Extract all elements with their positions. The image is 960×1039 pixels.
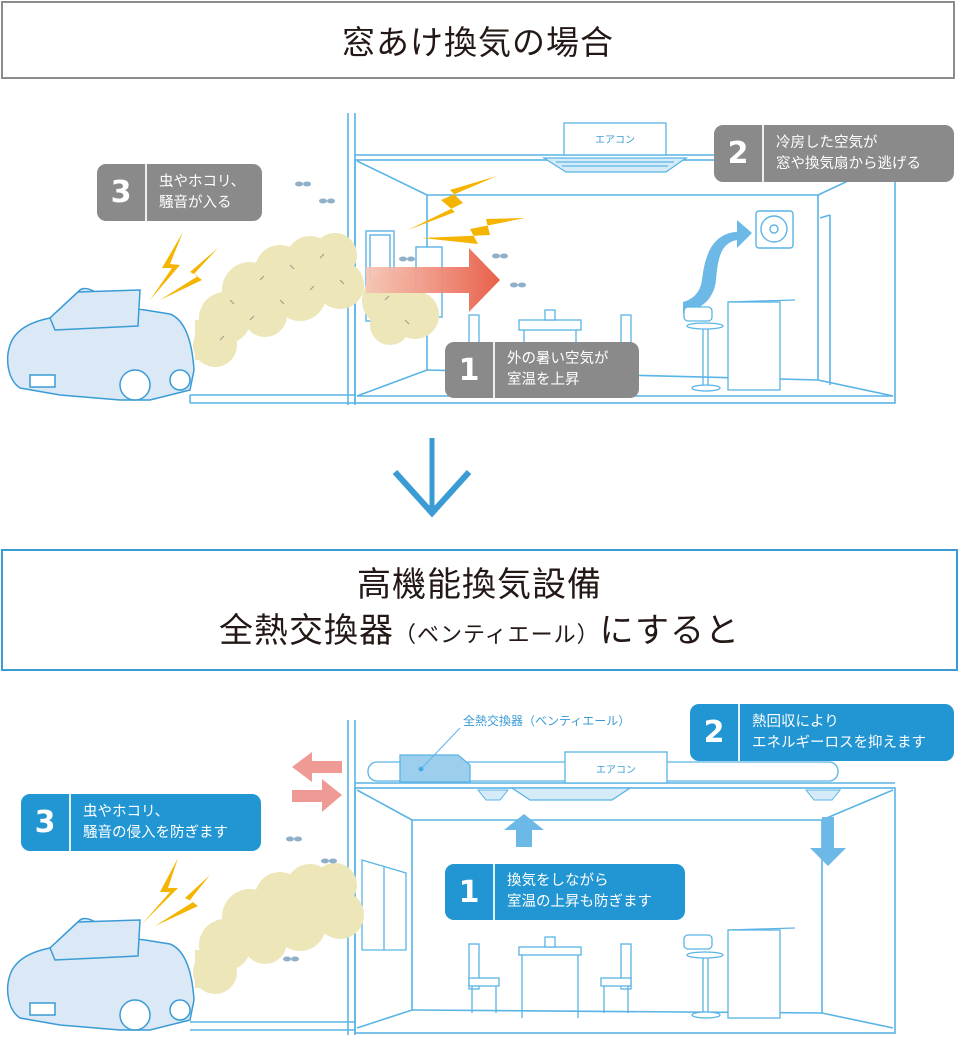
bar-counter-stool <box>683 299 796 392</box>
aircon-label: エアコン <box>596 765 636 776</box>
dust-cloud-icon <box>193 863 364 994</box>
callout-line2: 窓や換気扇から逃げる <box>776 155 921 172</box>
callout-line2: 室温の上昇も防ぎます <box>507 894 652 910</box>
callout-line2: 騒音の侵入を防ぎます <box>83 824 228 841</box>
callout-number: 1 <box>445 864 495 920</box>
title-line2-main: 全熱交換器 <box>218 610 394 651</box>
callout-line1: 虫やホコリ、 <box>83 803 170 820</box>
dining-set <box>468 936 632 1018</box>
title-line2-tail: にすると <box>599 610 741 651</box>
airflow-arrows <box>504 814 846 866</box>
down-arrow-icon <box>392 438 472 518</box>
callout-number: 2 <box>714 125 764 182</box>
insect-icon <box>295 181 526 288</box>
section-title-heat-exchanger: 高機能換気設備 全熱交換器（ベンティエール）にすると <box>1 549 958 671</box>
car-icon <box>7 917 195 1031</box>
ceiling-vents <box>476 789 842 801</box>
callout-number: 3 <box>21 794 71 851</box>
callout-line1: 熱回収により <box>752 713 839 730</box>
title-line2: 全熱交換器（ベンティエール）にすると <box>219 608 740 659</box>
callout-line1: 換気をしながら <box>507 873 609 889</box>
heat-exchanger-unit-icon <box>399 727 471 783</box>
callout-line1: 冷房した空気が <box>776 134 878 151</box>
callout-1-outside-heat: 1 外の暑い空気が 室温を上昇 <box>445 342 639 398</box>
callout-3-block-bugs-noise: 3 虫やホコリ、 騒音の侵入を防ぎます <box>21 794 261 851</box>
callout-line1: 外の暑い空気が <box>507 351 609 367</box>
callout-line2: 騒音が入る <box>159 194 232 211</box>
exhaust-fan-icon <box>755 210 794 249</box>
air-exchange-arrows-icon <box>292 752 342 812</box>
callout-line1: 虫やホコリ、 <box>159 173 246 190</box>
title-line2-paren: （ベンティエール） <box>393 622 600 648</box>
dust-cloud-icon <box>193 233 439 367</box>
hot-air-arrow-icon <box>366 248 500 312</box>
section-title-window-ventilation: 窓あけ換気の場合 <box>1 1 955 79</box>
airflow-down-arrow-icon <box>810 817 846 866</box>
aircon-label: エアコン <box>595 135 635 146</box>
airflow-up-arrow-icon <box>504 814 544 847</box>
callout-number: 2 <box>690 704 740 761</box>
aircon-unit <box>509 751 668 801</box>
title-text: 窓あけ換気の場合 <box>342 23 614 62</box>
callout-line2: 室温を上昇 <box>507 372 580 388</box>
noise-lightning-icon <box>142 858 210 926</box>
callout-1-ventilate-keep-temp: 1 換気をしながら 室温の上昇も防ぎます <box>445 864 685 920</box>
noise-lightning-icon <box>150 176 525 300</box>
car-icon <box>7 287 195 401</box>
callout-number: 1 <box>445 342 495 398</box>
dust-particles <box>219 253 410 341</box>
cool-air-arrow-icon <box>683 220 752 313</box>
bar-counter-stool <box>683 927 796 1019</box>
callout-line2: エネルギーロスを抑えます <box>752 734 926 751</box>
scene-heat-exchanger <box>7 720 896 1035</box>
title-line1: 高機能換気設備 <box>357 564 602 605</box>
callout-number: 3 <box>97 164 147 221</box>
heat-exchanger-label: 全熱交換器（ベンティエール） <box>463 714 631 728</box>
aircon-unit <box>541 122 689 173</box>
closed-window <box>361 859 407 951</box>
callout-2-heat-recovery: 2 熱回収により エネルギーロスを抑えます <box>690 704 954 761</box>
callout-3-bugs-dust-noise: 3 虫やホコリ、 騒音が入る <box>97 164 262 221</box>
scene-window-ventilation <box>7 113 896 405</box>
insect-icon <box>283 836 337 962</box>
callout-2-cool-air-escapes: 2 冷房した空気が 窓や換気扇から逃げる <box>714 125 954 182</box>
